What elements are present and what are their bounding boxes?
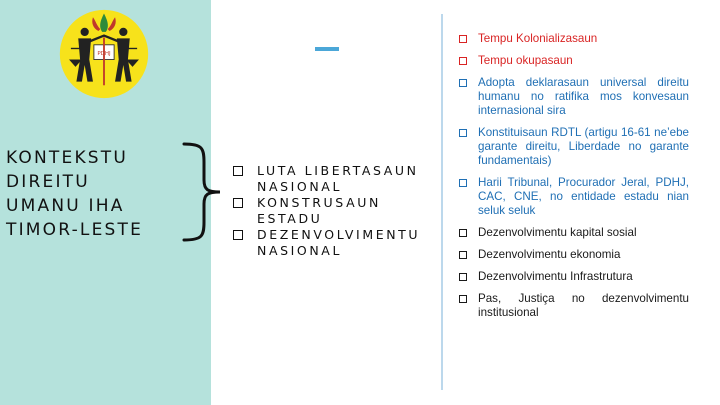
list-item: Dezenvolvimentu ekonomia xyxy=(459,248,689,262)
list-item-text: Tempu Kolonializasaun xyxy=(478,32,598,45)
checkbox-bullet-icon xyxy=(459,57,467,65)
list-item-text: LUTA LIBERTASAUN NASIONAL xyxy=(257,163,419,194)
checkbox-bullet-icon xyxy=(459,251,467,259)
list-item-text: Dezenvolvimentu Infrastrutura xyxy=(478,270,633,283)
list-item-text: Adopta deklarasaun universal direitu hum… xyxy=(478,76,689,117)
list-item: Tempu Kolonializasaun xyxy=(459,32,689,46)
title-line: DIREITU xyxy=(6,172,90,192)
list-item: Harii Tribunal, Procurador Jeral, PDHJ, … xyxy=(459,176,689,218)
title-line: UMANU IHA xyxy=(6,196,125,216)
checkbox-bullet-icon xyxy=(459,273,467,281)
checkbox-bullet-icon xyxy=(459,129,467,137)
slide-title: KONTEKSTU DIREITU UMANU IHA TIMOR-LESTE xyxy=(6,146,181,242)
accent-dash xyxy=(315,47,339,51)
checkbox-bullet-icon xyxy=(233,230,243,240)
checkbox-bullet-icon xyxy=(233,198,243,208)
list-item: KONSTRUSAUN ESTADU xyxy=(233,195,448,227)
checkbox-bullet-icon xyxy=(459,35,467,43)
list-item: Pas, Justiça no dezenvolvimentu institus… xyxy=(459,292,689,320)
list-item: Tempu okupasaun xyxy=(459,54,689,68)
pdhj-logo-emblem: PDHJ xyxy=(59,9,149,99)
list-item-text: Dezenvolvimentu ekonomia xyxy=(478,248,621,261)
list-item: Konstituisaun RDTL (artigu 16-61 ne’ebe … xyxy=(459,126,689,168)
curly-brace xyxy=(182,142,221,242)
list-item: Dezenvolvimentu Infrastrutura xyxy=(459,270,689,284)
checkbox-bullet-icon xyxy=(233,166,243,176)
right-list: Tempu Kolonializasaun Tempu okupasaun Ad… xyxy=(459,32,689,328)
logo-text: PDHJ xyxy=(97,51,111,57)
checkbox-bullet-icon xyxy=(459,79,467,87)
list-item-text: Pas, Justiça no dezenvolvimentu institus… xyxy=(478,292,689,319)
middle-list: LUTA LIBERTASAUN NASIONAL KONSTRUSAUN ES… xyxy=(233,163,448,259)
list-item: Adopta deklarasaun universal direitu hum… xyxy=(459,76,689,118)
list-item: DEZENVOLVIMENTU NASIONAL xyxy=(233,227,448,259)
checkbox-bullet-icon xyxy=(459,229,467,237)
list-item-text: KONSTRUSAUN ESTADU xyxy=(257,195,381,226)
list-item-text: DEZENVOLVIMENTU NASIONAL xyxy=(257,227,421,258)
title-line: KONTEKSTU xyxy=(6,148,129,168)
vertical-divider xyxy=(441,14,443,390)
list-item-text: Konstituisaun RDTL (artigu 16-61 ne’ebe … xyxy=(478,126,689,167)
list-item-text: Harii Tribunal, Procurador Jeral, PDHJ, … xyxy=(478,176,689,217)
list-item-text: Dezenvolvimentu kapital sosial xyxy=(478,226,637,239)
list-item: Dezenvolvimentu kapital sosial xyxy=(459,226,689,240)
list-item: LUTA LIBERTASAUN NASIONAL xyxy=(233,163,448,195)
checkbox-bullet-icon xyxy=(459,179,467,187)
title-line: TIMOR-LESTE xyxy=(6,220,144,240)
checkbox-bullet-icon xyxy=(459,295,467,303)
list-item-text: Tempu okupasaun xyxy=(478,54,573,67)
